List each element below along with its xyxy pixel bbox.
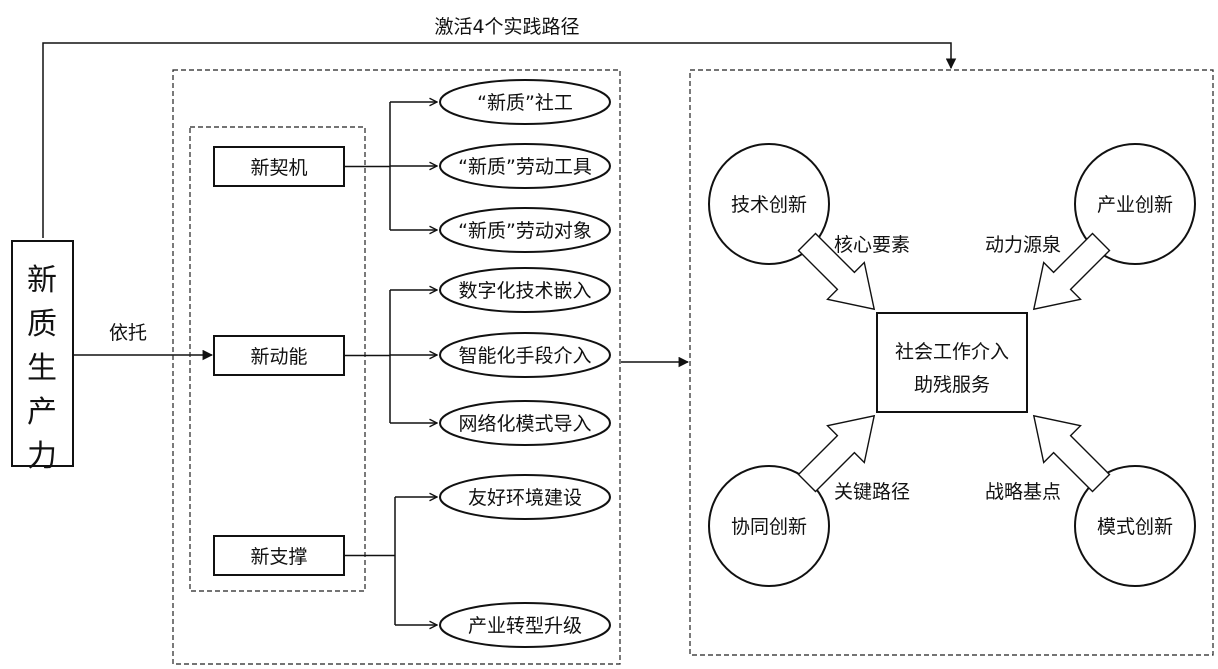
innovation-label: 模式创新 [1097, 516, 1173, 538]
innovation-node: 模式创新 战略基点 [985, 414, 1196, 587]
source-char: 新 [27, 263, 57, 298]
block-arrow [1032, 232, 1111, 311]
role-label: 关键路径 [834, 481, 910, 503]
innovation-node: 协同创新 关键路径 [708, 414, 910, 587]
outcome-label: “新质”社工 [477, 92, 573, 114]
driver-group: 新契机 “新质”社工 “新质”劳动工具 “新质”劳动对象 [213, 79, 611, 253]
innovation-circle [708, 143, 830, 265]
source-char: 生 [27, 351, 57, 386]
outcome-label: 数字化技术嵌入 [458, 280, 591, 302]
innovation-circle [708, 465, 830, 587]
outcome-ellipse [439, 400, 611, 446]
driver-label: 新动能 [250, 346, 307, 368]
role-label: 战略基点 [985, 481, 1061, 503]
source-box [11, 240, 74, 467]
block-arrow [1032, 414, 1111, 493]
rely-label: 依托 [109, 322, 147, 344]
outcome-ellipse [439, 267, 611, 313]
activation-label: 激活4个实践路径 [434, 16, 579, 38]
driver-box [213, 335, 345, 376]
block-arrow [797, 232, 876, 311]
innovation-label: 产业创新 [1097, 194, 1173, 216]
center-label-line2: 助残服务 [914, 374, 990, 396]
center-box [876, 312, 1028, 413]
block-arrow [797, 414, 876, 493]
source-char: 质 [27, 307, 57, 342]
center-node: 社会工作介入 助残服务 [876, 312, 1028, 413]
driver-label: 新契机 [250, 157, 307, 179]
drivers-container [172, 69, 621, 665]
pathways-container [689, 69, 1214, 656]
innovation-label: 技术创新 [731, 194, 807, 216]
source-char: 产 [27, 395, 57, 430]
role-label: 核心要素 [834, 234, 910, 256]
driver-box [213, 535, 345, 576]
innovation-label: 协同创新 [731, 516, 807, 538]
source-char: 力 [27, 439, 57, 474]
outcome-label: 网络化模式导入 [458, 413, 591, 435]
outcome-label: 智能化手段介入 [458, 345, 591, 367]
outcome-ellipse [439, 143, 611, 189]
outcome-label: “新质”劳动工具 [458, 156, 592, 178]
outcome-ellipse [439, 207, 611, 253]
outcome-ellipse [439, 602, 611, 648]
outcome-label: 友好环境建设 [468, 487, 582, 509]
activation-link: 激活4个实践路径 [42, 16, 957, 238]
outcome-label: “新质”劳动对象 [458, 220, 592, 242]
outcome-label: 产业转型升级 [468, 615, 582, 637]
outcome-ellipse [439, 332, 611, 378]
driver-label: 新支撑 [250, 546, 307, 568]
innovation-circle [1074, 143, 1196, 265]
outcome-ellipse [439, 474, 611, 520]
innovation-circle [1074, 465, 1196, 587]
center-label-line1: 社会工作介入 [895, 341, 1009, 363]
activation-connector [42, 42, 957, 238]
outcome-ellipse [439, 79, 611, 125]
role-label: 动力源泉 [985, 234, 1061, 256]
rely-link: 依托 [73, 322, 214, 361]
